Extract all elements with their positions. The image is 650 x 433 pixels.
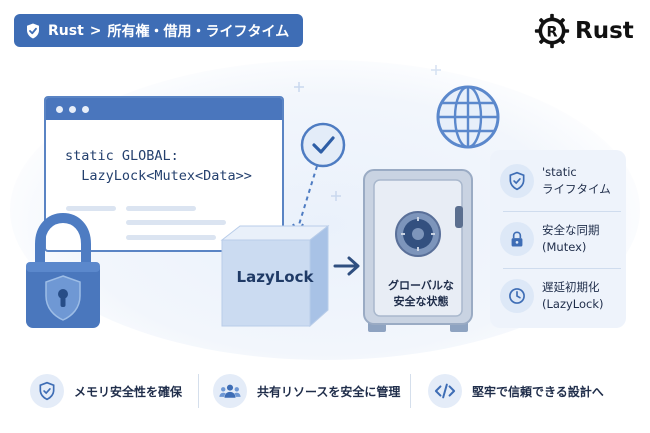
breadcrumb-separator: >: [89, 22, 102, 39]
divider: [198, 374, 199, 408]
code-line-1: static GLOBAL:: [65, 148, 179, 164]
placeholder-line: [126, 220, 226, 225]
breadcrumb-current: 所有権・借用・ライフタイム: [107, 23, 290, 40]
feature-shared-resources: 共有リソースを安全に管理: [213, 366, 400, 416]
window-dot: [69, 105, 76, 113]
side-item-label: 安全な同期 (Mutex): [542, 223, 600, 254]
feature-robust-design: 堅牢で信頼できる設計へ: [428, 366, 604, 416]
placeholder-line: [126, 206, 196, 211]
window-titlebar: [46, 98, 282, 120]
plus-decoration-icon: [294, 82, 304, 92]
side-item-mutex: 安全な同期 (Mutex): [500, 213, 624, 265]
lazylock-cube: [220, 224, 330, 328]
clock-icon: [509, 288, 525, 304]
placeholder-line: [126, 235, 216, 240]
safe-label-line2: 安全な状態: [393, 294, 449, 308]
code-icon: [434, 383, 456, 399]
safe-label: グローバルな 安全な状態: [381, 278, 461, 310]
padlock-icon: [26, 212, 100, 328]
window-dot: [56, 105, 63, 113]
globe-icon: [436, 85, 500, 149]
feature-bar: メモリ安全性を確保 共有リソースを安全に管理 堅牢で信頼できる設計へ: [0, 366, 650, 416]
side-item-label: 遅延初期化 (LazyLock): [542, 280, 604, 311]
divider: [503, 211, 621, 212]
side-item-icon-wrap: [500, 279, 534, 313]
feature-label: 共有リソースを安全に管理: [257, 384, 401, 399]
check-circle-icon: [300, 122, 346, 168]
window-dot: [82, 105, 89, 113]
shield-check-icon: [39, 381, 55, 401]
side-item-label: 'static ライフタイム: [542, 165, 611, 196]
lazylock-label: LazyLock: [236, 268, 314, 286]
code-line-2: LazyLock<Mutex<Data>>: [65, 168, 252, 184]
feature-icon-wrap: [428, 374, 462, 408]
feature-memory-safety: メモリ安全性を確保: [30, 366, 182, 416]
breadcrumb-root[interactable]: Rust: [48, 22, 84, 39]
placeholder-line: [66, 206, 116, 211]
shield-icon: [509, 171, 525, 191]
breadcrumb[interactable]: Rust > 所有権・借用・ライフタイム: [14, 14, 303, 47]
feature-icon-wrap: [213, 374, 247, 408]
feature-label: メモリ安全性を確保: [74, 384, 183, 399]
plus-decoration-icon: [431, 65, 441, 75]
svg-text:R: R: [546, 24, 557, 40]
plus-decoration-icon: [331, 191, 341, 201]
feature-label: 堅牢で信頼できる設計へ: [472, 384, 604, 399]
logo-text: Rust: [575, 18, 634, 44]
lock-icon: [511, 231, 523, 247]
divider: [410, 374, 411, 408]
rust-logo: R Rust: [534, 13, 634, 49]
shield-check-icon: [27, 23, 39, 38]
divider: [503, 268, 621, 269]
arrow-right-icon: [333, 256, 360, 276]
feature-icon-wrap: [30, 374, 64, 408]
safe-vault-icon: [363, 169, 473, 332]
safe-label-line1: グローバルな: [388, 279, 454, 292]
side-item-lazy-init: 遅延初期化 (LazyLock): [500, 270, 624, 322]
side-item-icon-wrap: [500, 222, 534, 256]
users-icon: [219, 384, 241, 398]
side-item-icon-wrap: [500, 164, 534, 198]
rust-gear-icon: R: [534, 13, 570, 49]
side-item-static-lifetime: 'static ライフタイム: [500, 155, 624, 207]
